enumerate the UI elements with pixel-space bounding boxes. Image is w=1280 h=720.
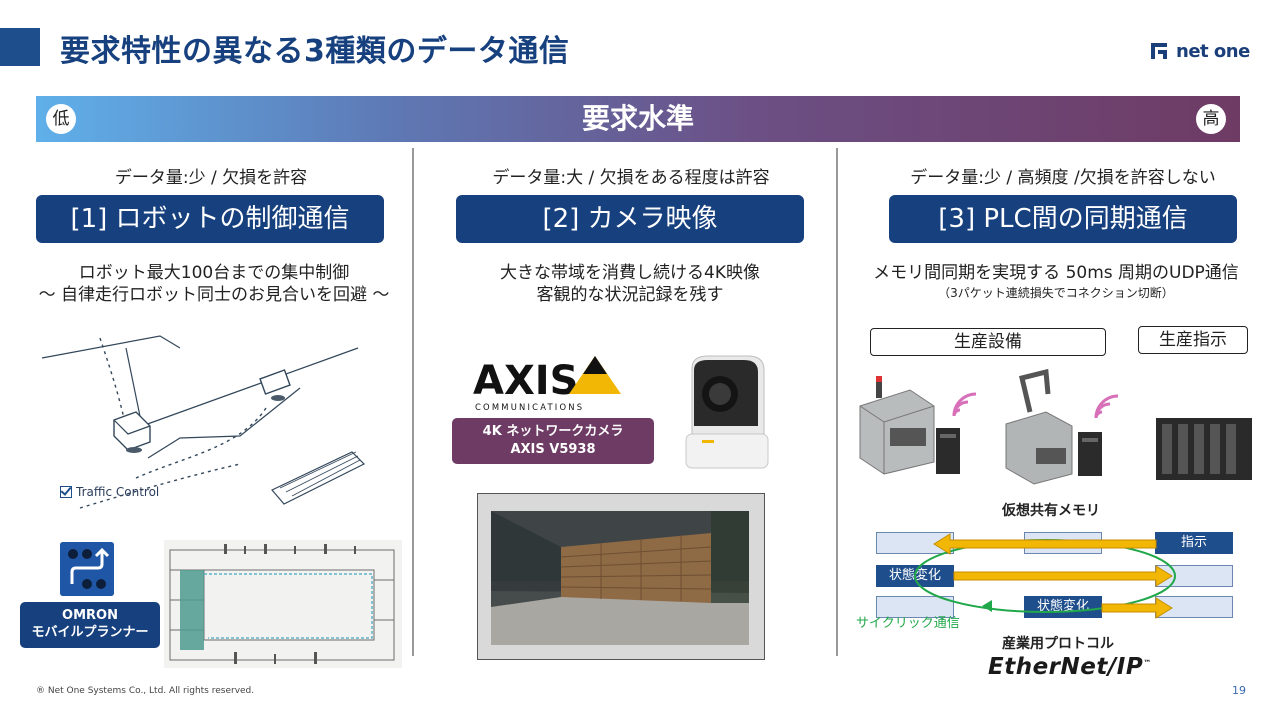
mobile-planner-icon <box>60 542 114 596</box>
plc-devices-illustration <box>859 368 1252 485</box>
production-instruction-box: 生産指示 <box>1138 326 1248 354</box>
col3-note: データ量:少 / 高頻度 /欠損を許容しない <box>910 168 1216 188</box>
col3-heading: [3] PLC間の同期通信 <box>889 195 1237 243</box>
netone-logo-icon <box>1151 43 1167 59</box>
logo-text: net one <box>1176 40 1250 62</box>
ptz-camera-image <box>685 355 769 469</box>
column-divider <box>836 148 838 656</box>
col3-desc-line1: メモリ間同期を実現する 50ms 周期のUDP通信 <box>873 263 1239 283</box>
col2-note: データ量:大 / 欠損をある程度は許容 <box>492 168 770 188</box>
checkbox-icon <box>60 486 72 498</box>
wifi-icon <box>952 392 977 417</box>
title-accent-bar <box>0 28 40 66</box>
axis-logo: AXIS COMMUNICATIONS <box>473 356 621 412</box>
ethernetip-text: EtherNet/IP <box>988 654 1144 680</box>
camera-video-frame <box>477 493 765 660</box>
plc-rack-icon <box>1156 418 1252 480</box>
page-title: 要求特性の異なる3種類のデータ通信 <box>60 34 570 69</box>
page-number: 19 <box>1232 684 1246 697</box>
floor-map-image <box>164 540 402 668</box>
netone-logo: net one <box>1148 38 1250 64</box>
column-divider <box>412 148 414 656</box>
ethernetip-logo: EtherNet/IP™ <box>988 654 1152 680</box>
level-low-badge: 低 <box>46 104 76 134</box>
copyright: ® Net One Systems Co., Ltd. All rights r… <box>36 686 255 696</box>
virtual-shared-memory-label: 仮想共有メモリ <box>1002 503 1100 519</box>
col1-desc-line1: ロボット最大100台までの集中制御 <box>78 263 350 283</box>
omron-product-label: OMRON モバイルプランナー <box>20 602 160 648</box>
col3-desc-line2: （3パケット連続損失でコネクション切断） <box>938 286 1174 300</box>
warehouse-robot-illustration <box>41 335 366 509</box>
camera-line2: AXIS V5938 <box>510 442 596 457</box>
axis-brand-text: AXIS <box>473 358 579 404</box>
wifi-icon <box>1094 394 1119 419</box>
arm-robot-icon <box>1005 368 1073 485</box>
memory-row <box>876 596 954 618</box>
cyclic-communication-label: サイクリック通信 <box>856 616 960 631</box>
omron-line2: モバイルプランナー <box>31 625 149 640</box>
traffic-control-label: Traffic Control <box>60 485 159 499</box>
industrial-protocol-label: 産業用プロトコル <box>1002 636 1114 652</box>
agv-robot-icon <box>859 376 935 475</box>
axis-sub-text: COMMUNICATIONS <box>475 402 584 412</box>
sync-arrows-diagram <box>914 533 1176 619</box>
col2-desc-line1: 大きな帯域を消費し続ける4K映像 <box>500 263 760 283</box>
level-title: 要求水準 <box>581 102 694 135</box>
traffic-control-text: Traffic Control <box>76 485 160 499</box>
col1-desc-line2: ～ 自律走行ロボット同士のお見合いを回避 ～ <box>38 285 390 305</box>
camera-line1: 4K ネットワークカメラ <box>482 424 624 439</box>
camera-product-label: 4K ネットワークカメラ AXIS V5938 <box>452 418 654 464</box>
robot-icon <box>259 369 291 401</box>
col1-note: データ量:少 / 欠損を許容 <box>114 168 308 188</box>
col1-heading: [1] ロボットの制御通信 <box>36 195 384 243</box>
instruction-tag: 指示 <box>1155 532 1233 554</box>
requirement-level-bar: 要求水準 低 高 <box>36 96 1240 142</box>
robot-icon <box>113 411 151 453</box>
level-high-badge: 高 <box>1196 104 1226 134</box>
video-still <box>491 511 749 645</box>
plc-unit-icon <box>936 428 960 474</box>
plc-unit-icon <box>1078 432 1102 476</box>
conveyor-icon <box>271 451 366 505</box>
trademark-mark: ™ <box>1143 658 1152 668</box>
col2-heading: [2] カメラ映像 <box>456 195 804 243</box>
col2-desc-line2: 客観的な状況記録を残す <box>536 285 724 305</box>
production-equipment-box: 生産設備 <box>870 328 1106 356</box>
omron-line1: OMRON <box>62 608 118 623</box>
